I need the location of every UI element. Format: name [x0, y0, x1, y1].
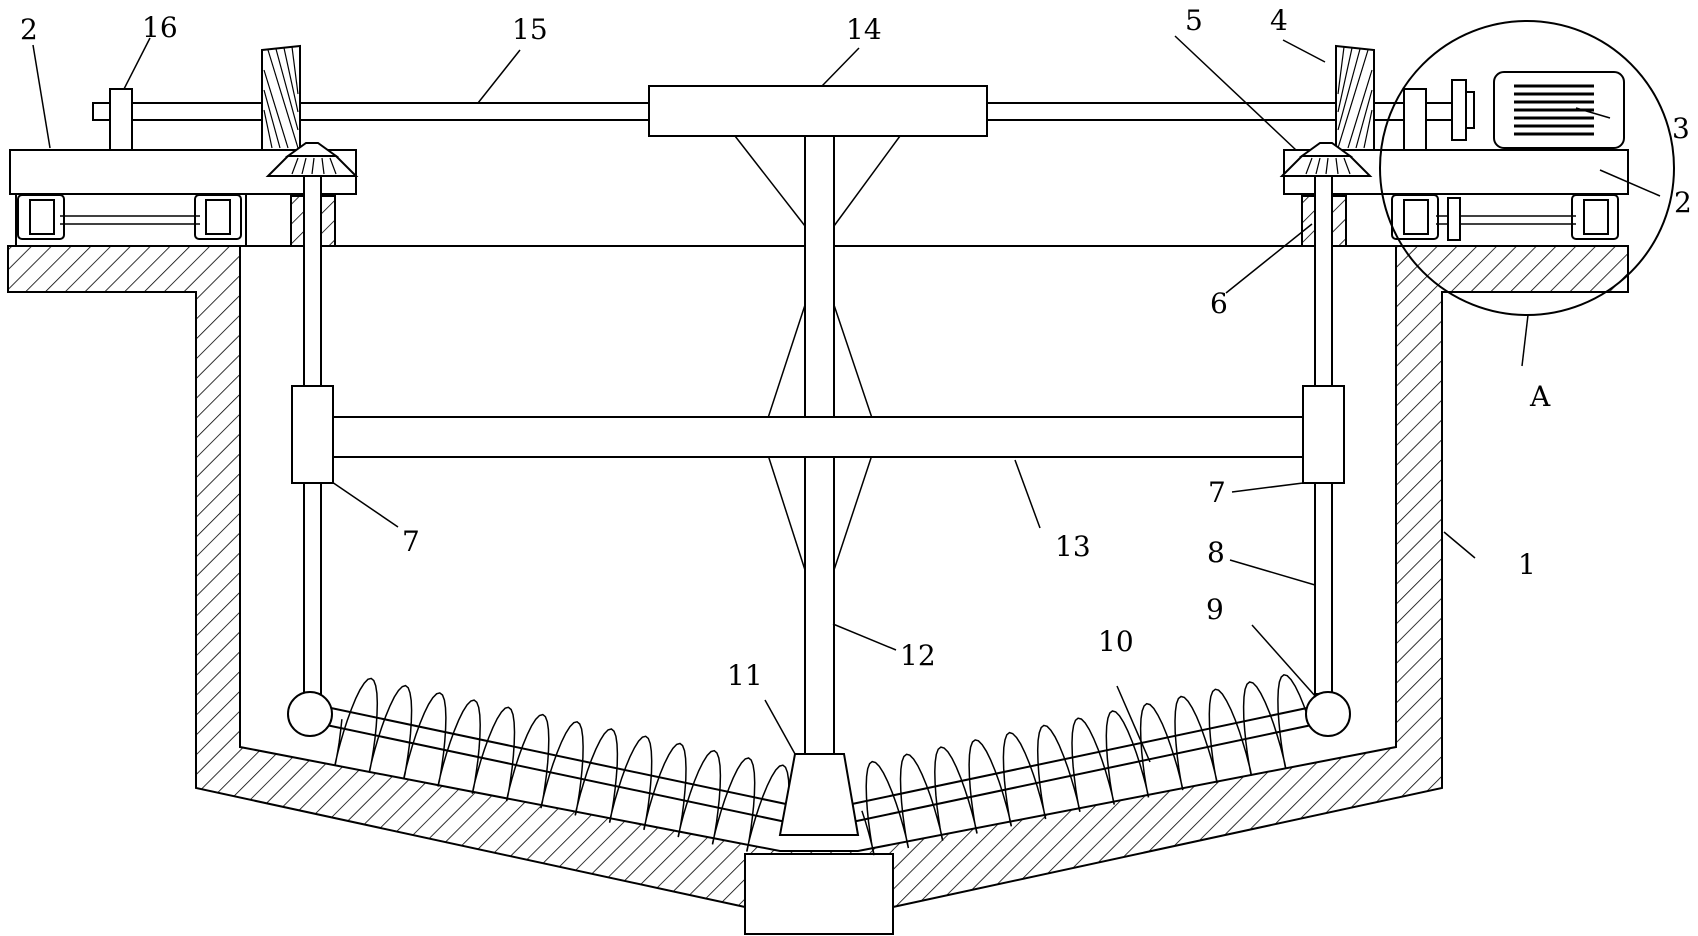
label-3: 3: [1672, 112, 1690, 145]
label-2-left: 2: [20, 13, 38, 46]
detail-circle-a: [1379, 20, 1675, 316]
left-sliding-collar: [291, 385, 334, 484]
discharge-outlet: [744, 853, 894, 935]
label-10: 10: [1098, 625, 1134, 658]
leader-lines: [32, 35, 1661, 763]
central-hub: [648, 85, 988, 137]
label-1: 1: [1518, 548, 1536, 581]
label-11: 11: [727, 659, 763, 692]
strut: [833, 135, 901, 227]
left-rail: [15, 194, 247, 246]
right-bevel-gear-horizontal: [1279, 142, 1373, 177]
right-ball-joint: [1305, 691, 1351, 737]
coupling-flange: [1465, 91, 1475, 129]
shaft-struts: [767, 304, 873, 571]
label-9: 9: [1206, 593, 1224, 626]
label-16: 16: [142, 11, 178, 44]
label-7-left: 7: [402, 525, 420, 558]
cross-arm: [332, 416, 1304, 458]
motor: [1493, 71, 1625, 149]
label-6: 6: [1210, 287, 1228, 320]
coupling: [1451, 79, 1467, 141]
right-bevel-gear-vertical: [1335, 44, 1375, 151]
label-12: 12: [900, 639, 936, 672]
left-helical-blade: [334, 677, 790, 852]
label-5: 5: [1185, 4, 1203, 37]
left-bevel-gear-horizontal: [265, 142, 359, 177]
right-screw-shaft: [851, 703, 1327, 823]
label-14: 14: [846, 13, 882, 46]
label-2-right: 2: [1674, 186, 1692, 219]
bottom-hub: [778, 753, 860, 836]
left-bevel-gear-vertical: [261, 44, 301, 151]
left-ball-joint: [287, 691, 333, 737]
label-8: 8: [1207, 536, 1225, 569]
strut: [734, 135, 806, 227]
right-sliding-collar: [1302, 385, 1345, 484]
right-rail: [1391, 194, 1619, 241]
label-15: 15: [512, 13, 548, 46]
right-helical-blade: [861, 673, 1309, 856]
shaft-bearing-right: [1403, 88, 1427, 151]
shaft-bearing-left: [109, 88, 133, 151]
label-7-right: 7: [1208, 476, 1226, 509]
label-13: 13: [1055, 530, 1091, 563]
label-4: 4: [1270, 4, 1288, 37]
label-a: A: [1529, 380, 1551, 413]
